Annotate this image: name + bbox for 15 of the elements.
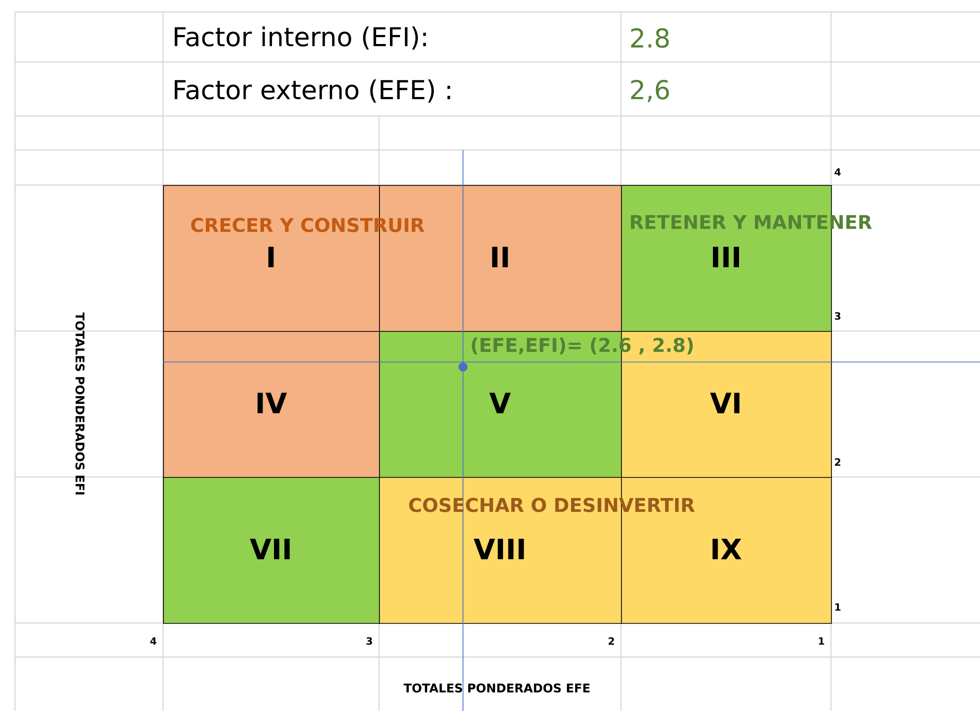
tick-label: 3 — [834, 312, 840, 320]
value-text: 2,6 — [631, 80, 669, 102]
matrix-cell: IV — [163, 331, 380, 478]
tick-label: 2 — [608, 637, 614, 645]
tick-label: 3 — [366, 637, 372, 645]
header-text: Factor interno (EFI): — [174, 26, 426, 50]
axis-title: TOTALES PONDERADOS EFI — [75, 312, 85, 494]
tick-label: 1 — [818, 637, 824, 645]
tick-label: 4 — [150, 637, 156, 645]
tick-label: 2 — [835, 458, 840, 466]
value-text: 2.8 — [631, 28, 669, 48]
matrix-cell: VII — [163, 477, 380, 624]
axis-title: TOTALES PONDERADOS EFE — [404, 683, 590, 693]
tick-label: 4 — [834, 168, 841, 176]
header-text: Factor externo (EFE) : — [174, 79, 450, 103]
